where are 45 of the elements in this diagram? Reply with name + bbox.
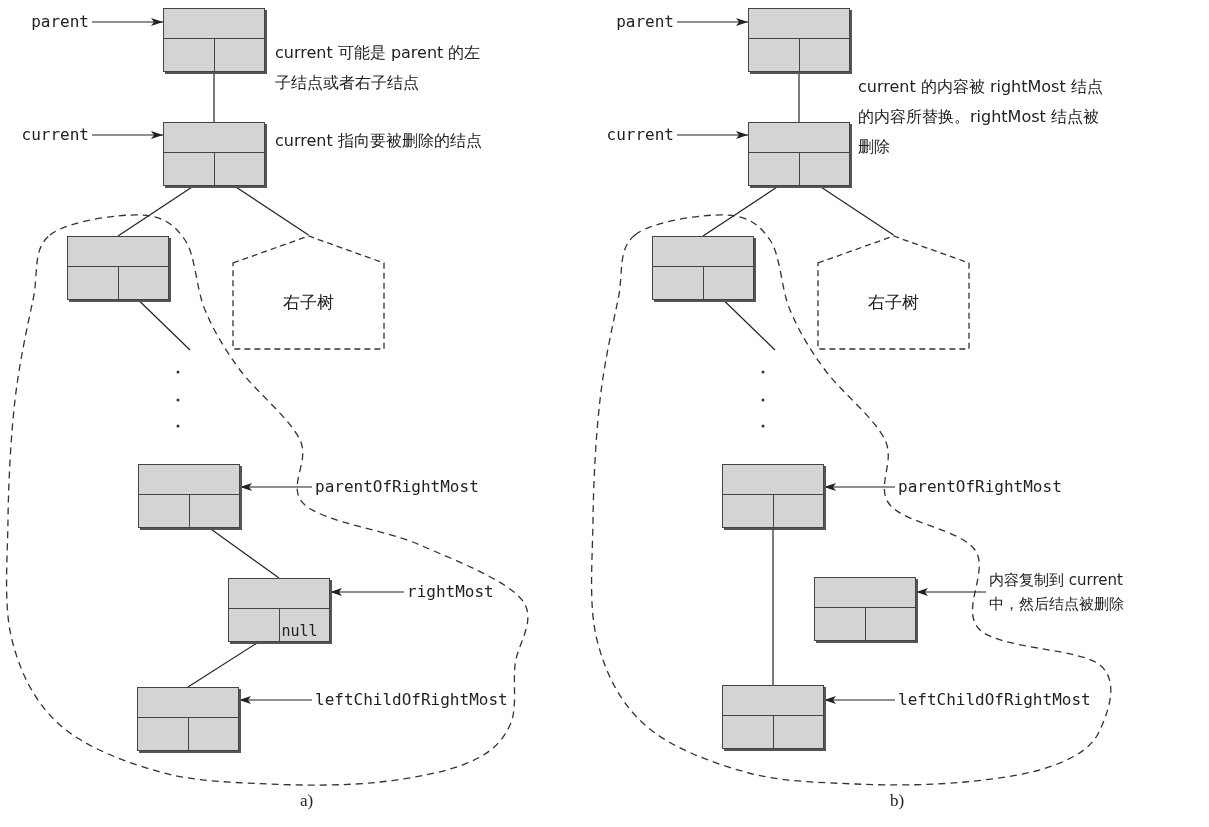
note-text: 内容复制到 current 中，然后结点被删除 [986,568,1141,616]
node-record [137,687,239,751]
connector-line [137,299,191,351]
arrow [91,131,164,139]
arrow [823,696,896,704]
arrow [91,18,164,26]
note-text: current 的内容被 rightMost 结点的内容所替换。rightMost 结点被删除 [858,76,1103,158]
node-record [138,464,240,528]
pointer-label: parent [613,11,677,33]
node-record [163,122,265,186]
panel-label: b) [890,790,906,812]
connector-line [772,527,774,686]
note-text: current 指向要被删除的结点 [275,130,483,152]
node-record [722,464,824,528]
pointer-label: current [18,124,92,146]
panel-label: a) [300,790,315,812]
node-record [652,236,754,300]
node-record [163,8,265,72]
note-text: current 可能是 parent 的左子结点或者右子结点 [275,42,482,94]
node-record [748,122,850,186]
node-record [748,8,850,72]
pointer-label: current [603,124,677,146]
connector-line [722,299,776,351]
arrow [676,131,749,139]
node-record [722,685,824,749]
node-record [67,236,169,300]
arrow [238,696,313,704]
arrow [915,588,987,596]
pointer-label: leftChildOfRightMost [312,689,511,711]
pointer-label: leftChildOfRightMost [895,689,1094,711]
pointer-label: parentOfRightMost [895,476,1065,498]
arrow [329,588,405,596]
arrow [239,483,313,491]
pointer-label: rightMost [404,581,497,603]
connector-line [798,71,800,123]
subtree-pentagon: 右子树 [232,235,385,350]
node-record [228,578,330,642]
subtree-pentagon: 右子树 [817,235,970,350]
arrow [823,483,896,491]
pointer-label: parent [28,11,92,33]
arrow [676,18,749,26]
node-record [814,577,916,641]
pointer-label: parentOfRightMost [312,476,482,498]
null-value: null [280,621,318,641]
connector-line [213,71,215,123]
